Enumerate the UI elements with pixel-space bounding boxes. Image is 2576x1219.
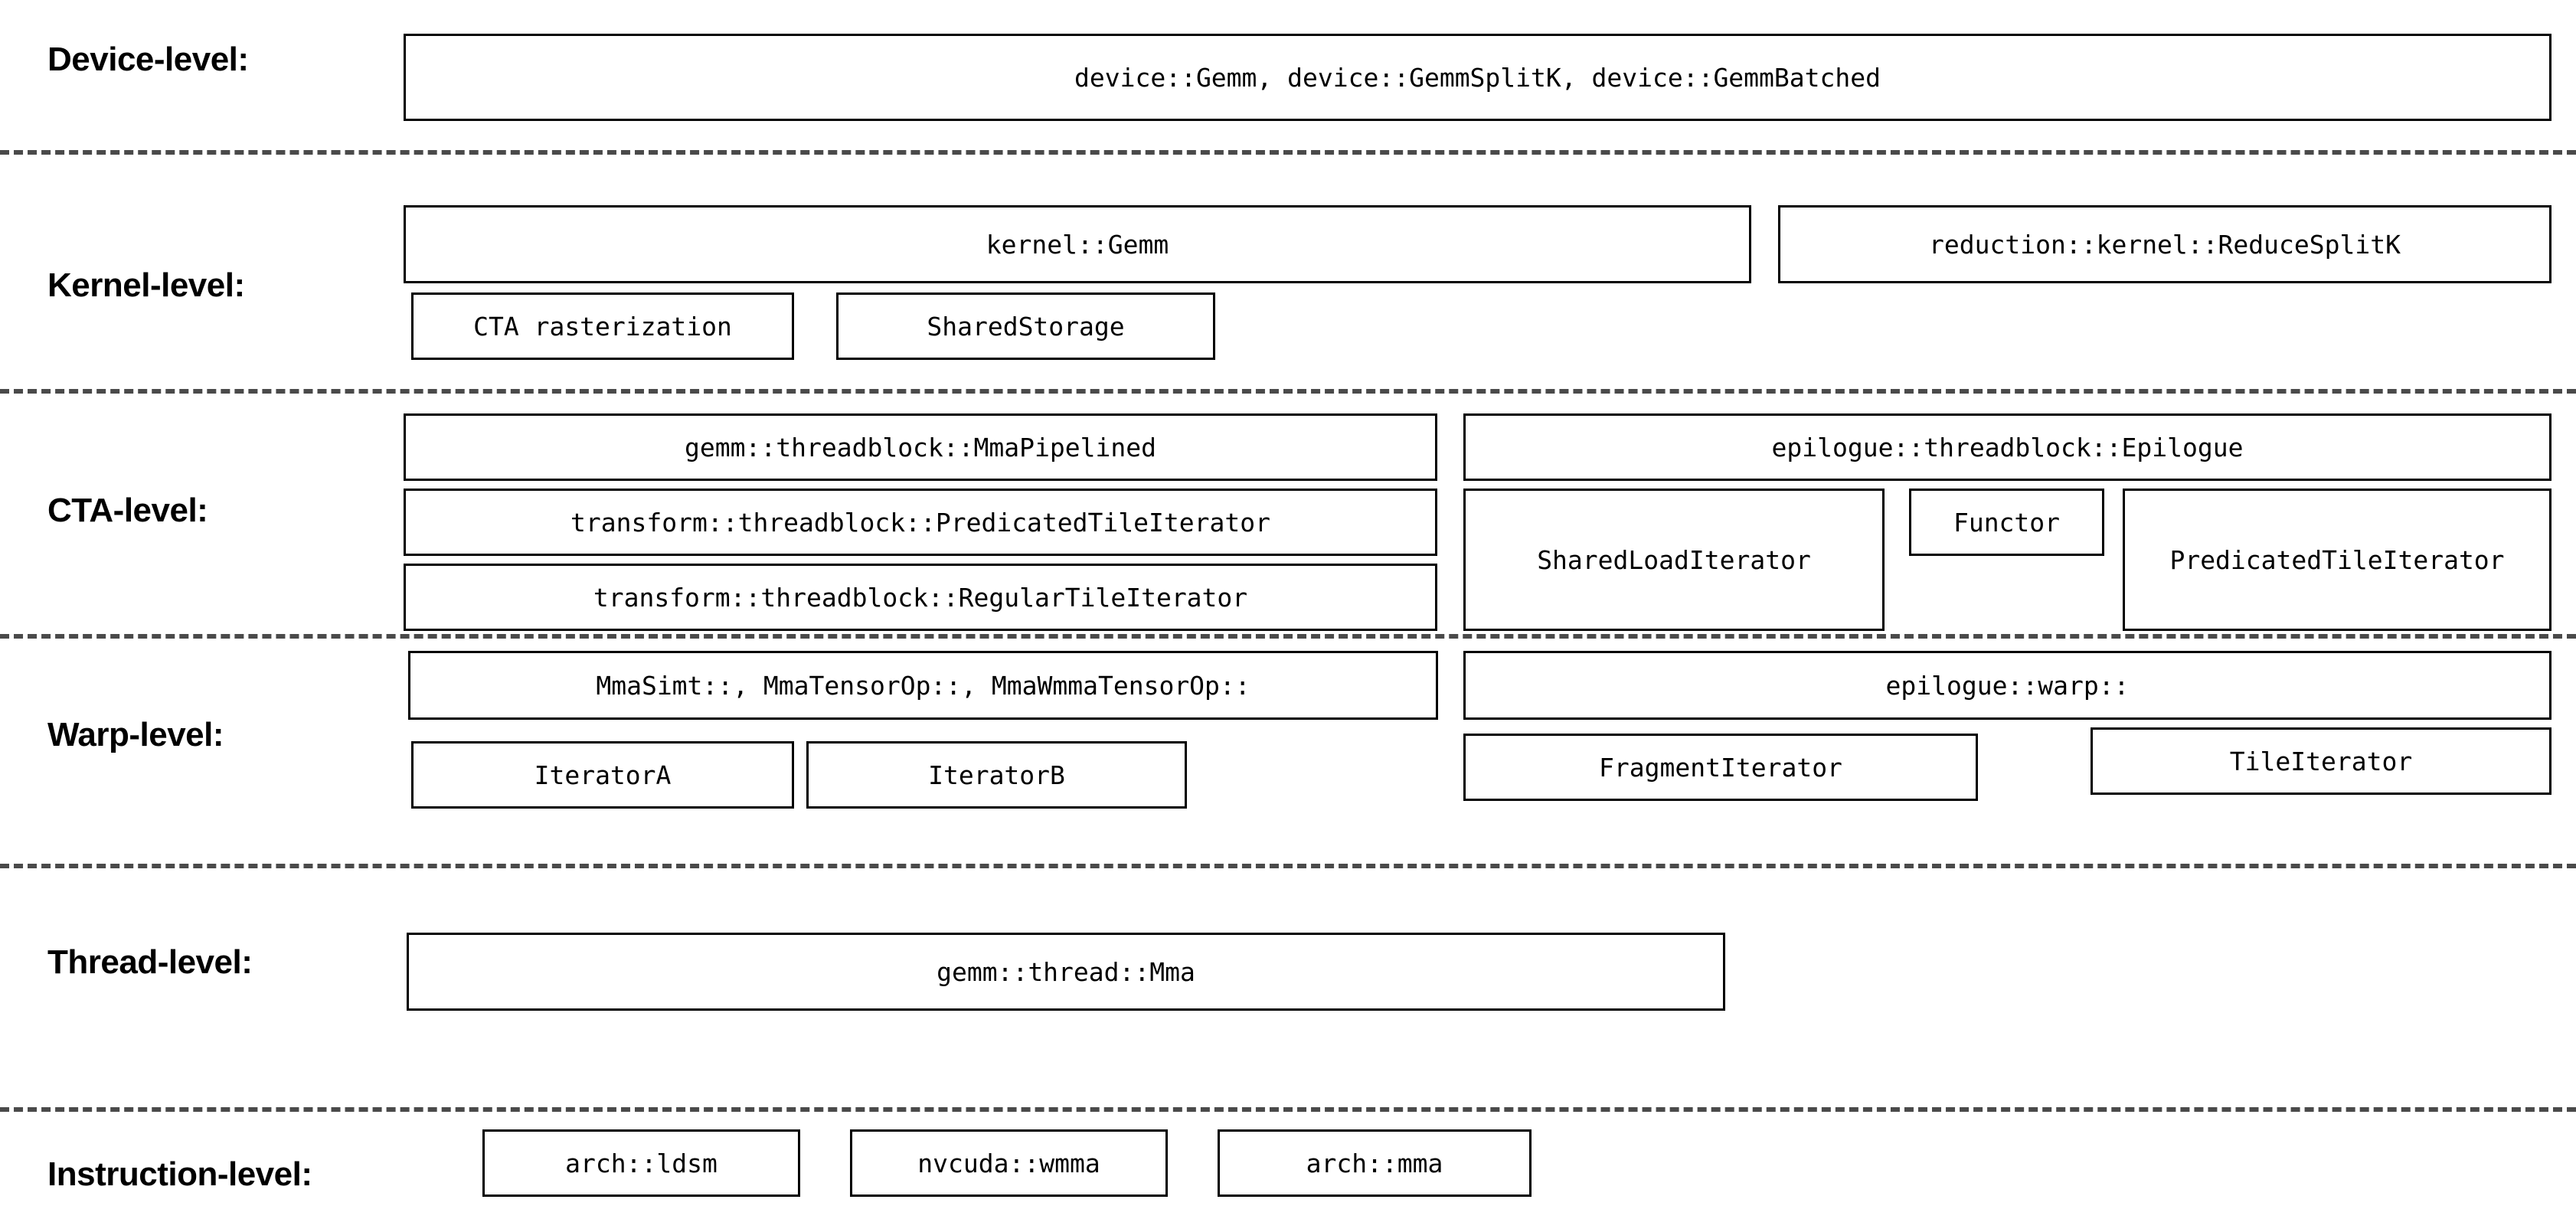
shared-load-iterator-box[interactable]: SharedLoadIterator [1463,489,1885,631]
divider-kernel-cta [0,389,2576,394]
epilogue-threadblock-box[interactable]: epilogue::threadblock::Epilogue [1463,413,2551,481]
threadblock-predicated-tile-iterator-box[interactable]: transform::threadblock::PredicatedTileIt… [404,489,1437,556]
functor-box[interactable]: Functor [1909,489,2104,556]
kernel-level-band: Kernel-level: kernel::Gemm reduction::ke… [0,150,2576,389]
kernel-level-label: Kernel-level: [47,266,245,304]
thread-level-band: Thread-level: gemm::thread::Mma [0,864,2576,1107]
iterator-b-box[interactable]: IteratorB [806,741,1187,809]
kernel-gemm-box[interactable]: kernel::Gemm [404,205,1751,283]
cta-level-label: CTA-level: [47,492,208,529]
epilogue-predicated-tile-iterator-box[interactable]: PredicatedTileIterator [2123,489,2551,631]
cta-rasterization-box[interactable]: CTA rasterization [411,292,794,360]
mma-pipelined-box[interactable]: gemm::threadblock::MmaPipelined [404,413,1437,481]
divider-thread-instruction [0,1107,2576,1112]
divider-device-kernel [0,150,2576,155]
fragment-iterator-box[interactable]: FragmentIterator [1463,734,1978,801]
thread-level-label: Thread-level: [47,943,253,981]
arch-mma-box[interactable]: arch::mma [1218,1129,1532,1197]
warp-level-band: Warp-level: MmaSimt::, MmaTensorOp::, Mm… [0,634,2576,864]
iterator-a-box[interactable]: IteratorA [411,741,794,809]
divider-warp-thread [0,864,2576,868]
instruction-level-band: Instruction-level: arch::ldsm nvcuda::wm… [0,1107,2576,1219]
warp-level-label: Warp-level: [47,716,224,753]
reduction-reducesplitk-box[interactable]: reduction::kernel::ReduceSplitK [1778,205,2551,283]
device-level-label: Device-level: [47,41,249,78]
device-gemm-box[interactable]: device::Gemm, device::GemmSplitK, device… [404,34,2551,121]
arch-ldsm-box[interactable]: arch::ldsm [482,1129,800,1197]
divider-cta-warp [0,634,2576,639]
instruction-level-label: Instruction-level: [47,1155,312,1193]
threadblock-regular-tile-iterator-box[interactable]: transform::threadblock::RegularTileItera… [404,564,1437,631]
shared-storage-box[interactable]: SharedStorage [836,292,1215,360]
device-level-band: Device-level: device::Gemm, device::Gemm… [0,0,2576,150]
cta-level-band: CTA-level: gemm::threadblock::MmaPipelin… [0,389,2576,634]
gemm-thread-mma-box[interactable]: gemm::thread::Mma [407,933,1725,1011]
nvcuda-wmma-box[interactable]: nvcuda::wmma [850,1129,1168,1197]
warp-mma-variants-box[interactable]: MmaSimt::, MmaTensorOp::, MmaWmmaTensorO… [408,651,1438,720]
warp-tile-iterator-box[interactable]: TileIterator [2091,727,2551,795]
epilogue-warp-box[interactable]: epilogue::warp:: [1463,651,2551,720]
